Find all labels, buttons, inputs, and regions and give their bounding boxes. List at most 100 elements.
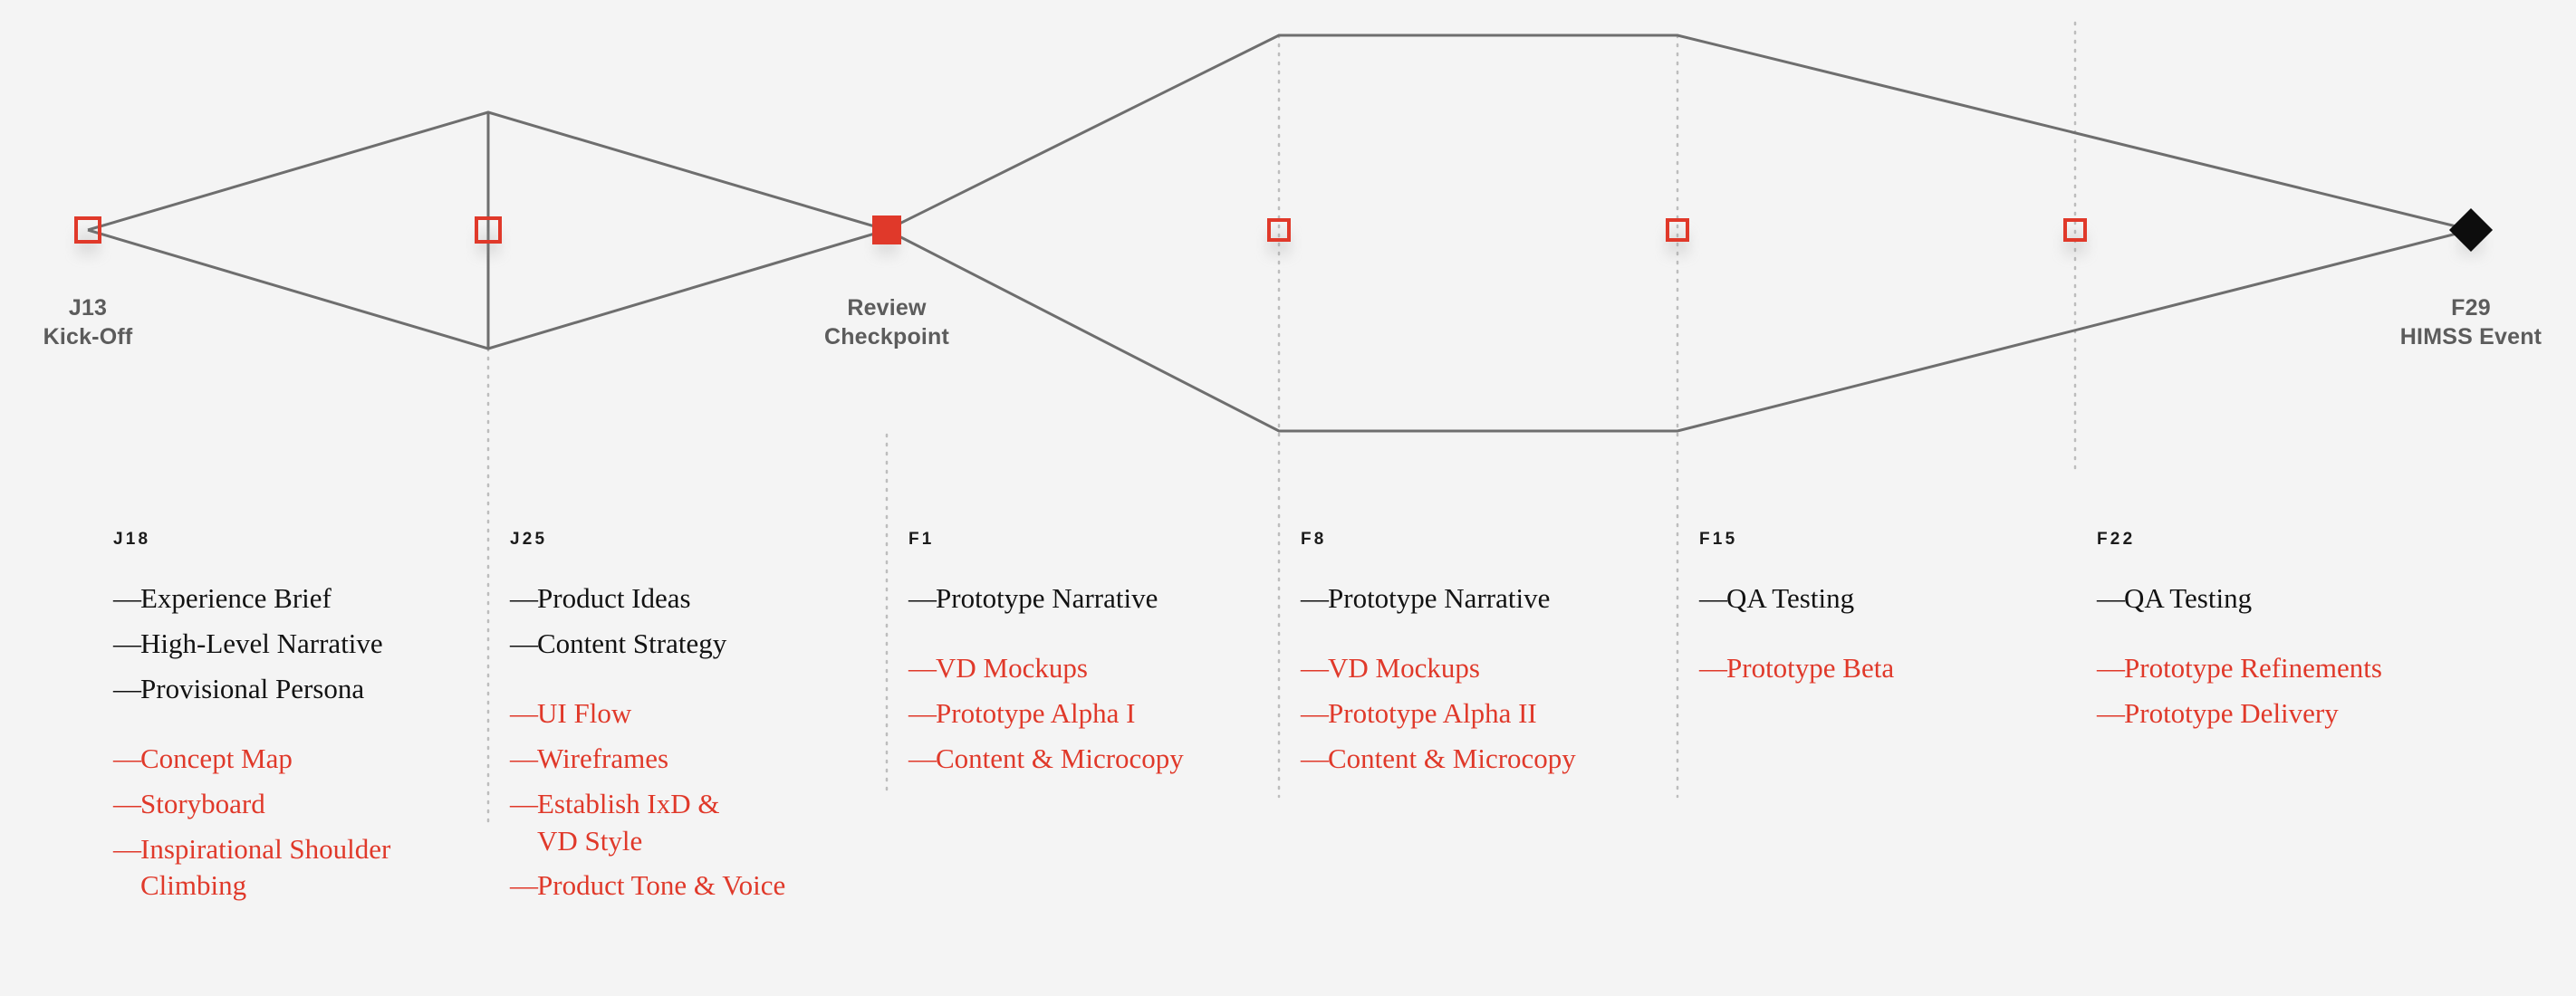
task-item[interactable]: —Prototype Refinements — [2097, 650, 2382, 687]
task-item[interactable]: —Prototype Narrative — [908, 580, 1184, 618]
task-label: UI Flow — [537, 696, 632, 729]
col-j25: J25—Product Ideas—Content Strategy—UI Fl… — [510, 530, 785, 913]
task-dash-icon: — — [2097, 651, 2125, 684]
task-item[interactable]: —QA Testing — [1699, 580, 1894, 618]
task-label: Content & Microcopy — [1328, 742, 1576, 774]
task-dash-icon: — — [1699, 582, 1727, 614]
col-f22-primary-tasks: —QA Testing — [2097, 580, 2382, 618]
task-dash-icon: — — [908, 696, 937, 729]
task-label: Prototype Beta — [1726, 651, 1895, 684]
task-dash-icon: — — [113, 787, 141, 819]
task-dash-icon: — — [1301, 742, 1329, 774]
col-f22-date: F22 — [2097, 530, 2136, 549]
task-item[interactable]: —Establish IxD & VD Style — [510, 786, 785, 860]
task-item[interactable]: —Prototype Alpha I — [908, 695, 1184, 733]
marker-j13-shadow — [76, 232, 100, 255]
task-item[interactable]: —VD Mockups — [1301, 650, 1576, 687]
col-f15-date: F15 — [1699, 530, 1738, 549]
endpoint-date-review: Review — [847, 295, 927, 321]
col-j25-date: J25 — [510, 530, 548, 549]
task-label: Prototype Refinements — [2124, 651, 2382, 684]
col-f8-date: F8 — [1301, 530, 1327, 549]
marker-review[interactable] — [872, 215, 901, 244]
col-f1-primary-tasks: —Prototype Narrative — [908, 580, 1184, 618]
task-dash-icon: — — [510, 696, 538, 729]
task-label: QA Testing — [1726, 582, 1855, 614]
task-dash-icon: — — [2097, 582, 2125, 614]
task-label: QA Testing — [2124, 582, 2253, 614]
col-f15: F15—QA Testing—Prototype Beta — [1699, 530, 1894, 695]
task-item[interactable]: —Concept Map — [113, 741, 390, 778]
task-item[interactable]: —UI Flow — [510, 695, 785, 733]
task-item[interactable]: —Experience Brief — [113, 580, 390, 618]
task-item[interactable]: —Product Ideas — [510, 580, 785, 618]
endpoint-date-himss: F29 — [2451, 295, 2491, 321]
task-item[interactable]: —Prototype Delivery — [2097, 695, 2382, 733]
task-dash-icon: — — [908, 742, 937, 774]
marker-j13[interactable] — [74, 216, 101, 244]
endpoint-date-kickoff: J13 — [68, 295, 108, 321]
marker-f22[interactable] — [2063, 218, 2087, 242]
task-label: Wireframes — [537, 742, 669, 774]
col-f15-primary-tasks: —QA Testing — [1699, 580, 1894, 618]
col-j18-date: J18 — [113, 530, 151, 549]
task-label: High-Level Narrative — [140, 627, 383, 659]
task-item[interactable]: —Inspirational Shoulder Climbing — [113, 831, 390, 905]
task-dash-icon: — — [908, 582, 937, 614]
col-j18-secondary-tasks: —Concept Map—Storyboard—Inspirational Sh… — [113, 741, 390, 905]
col-f22-secondary-tasks: —Prototype Refinements—Prototype Deliver… — [2097, 650, 2382, 733]
col-f22: F22—QA Testing—Prototype Refinements—Pro… — [2097, 530, 2382, 741]
task-item[interactable]: —Wireframes — [510, 741, 785, 778]
task-label: Content & Microcopy — [936, 742, 1184, 774]
task-dash-icon: — — [1301, 582, 1329, 614]
task-item[interactable]: —VD Mockups — [908, 650, 1184, 687]
task-item[interactable]: —High-Level Narrative — [113, 626, 390, 663]
task-label: Content Strategy — [537, 627, 727, 659]
marker-f15[interactable] — [1666, 218, 1689, 242]
task-item[interactable]: —Provisional Persona — [113, 671, 390, 708]
task-item[interactable]: —QA Testing — [2097, 580, 2382, 618]
marker-f8[interactable] — [1267, 218, 1291, 242]
task-dash-icon: — — [510, 869, 538, 902]
task-label: Prototype Delivery — [2124, 696, 2339, 729]
task-label: VD Mockups — [936, 651, 1088, 684]
upper-envelope-line — [87, 34, 2472, 232]
task-dash-icon: — — [113, 742, 141, 774]
col-f15-secondary-tasks: —Prototype Beta — [1699, 650, 1894, 687]
task-label: Prototype Alpha II — [1328, 696, 1537, 729]
task-label: Prototype Narrative — [936, 582, 1158, 614]
task-item[interactable]: —Content & Microcopy — [1301, 741, 1576, 778]
task-label: VD Mockups — [1328, 651, 1480, 684]
endpoint-name-kickoff: Kick-Off — [43, 324, 133, 350]
marker-f15-shadow — [1666, 232, 1689, 255]
task-dash-icon: — — [510, 582, 538, 614]
task-item[interactable]: —Storyboard — [113, 786, 390, 823]
task-item[interactable]: —Content & Microcopy — [908, 741, 1184, 778]
col-f1-secondary-tasks: —VD Mockups—Prototype Alpha I—Content & … — [908, 650, 1184, 778]
task-label: Prototype Narrative — [1328, 582, 1551, 614]
task-label: Product Ideas — [537, 582, 691, 614]
task-dash-icon: — — [908, 651, 937, 684]
task-dash-icon: — — [113, 582, 141, 614]
marker-f8-shadow — [1267, 232, 1291, 255]
task-item[interactable]: —Content Strategy — [510, 626, 785, 663]
task-item[interactable]: —Prototype Alpha II — [1301, 695, 1576, 733]
task-label: Inspirational Shoulder Climbing — [140, 832, 391, 902]
task-label: Prototype Alpha I — [936, 696, 1136, 729]
task-dash-icon: — — [113, 832, 141, 865]
col-f8-primary-tasks: —Prototype Narrative — [1301, 580, 1576, 618]
task-item[interactable]: —Prototype Narrative — [1301, 580, 1576, 618]
task-item[interactable]: —Product Tone & Voice — [510, 867, 785, 905]
envelope-polylines — [87, 34, 2472, 433]
marker-j25[interactable] — [475, 216, 502, 244]
task-item[interactable]: —Prototype Beta — [1699, 650, 1894, 687]
col-j18-primary-tasks: —Experience Brief—High-Level Narrative—P… — [113, 580, 390, 708]
col-f8-secondary-tasks: —VD Mockups—Prototype Alpha II—Content &… — [1301, 650, 1576, 778]
task-dash-icon: — — [113, 672, 141, 704]
endpoint-name-himss: HIMSS Event — [2399, 324, 2542, 350]
task-label: Establish IxD & VD Style — [537, 787, 720, 857]
task-dash-icon: — — [1301, 696, 1329, 729]
task-dash-icon: — — [1699, 651, 1727, 684]
